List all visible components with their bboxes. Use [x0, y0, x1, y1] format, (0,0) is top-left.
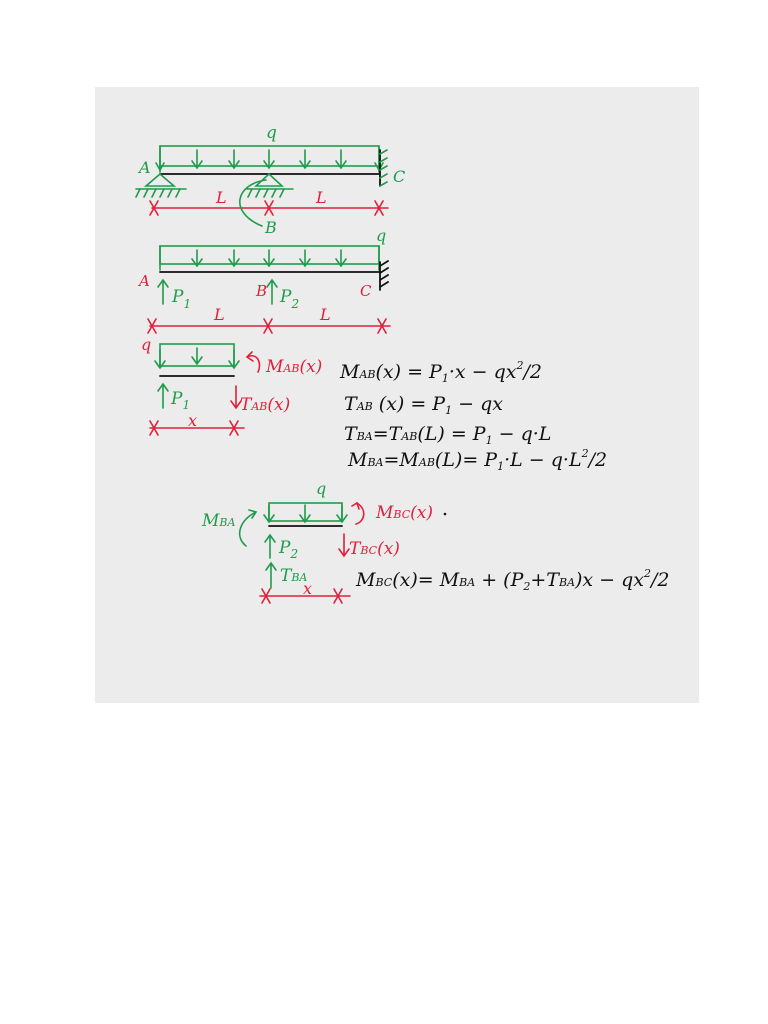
equation-mbc: MBC(x)= MBA + (P2+TBA)x − qx2/2 [355, 567, 670, 593]
figure-released-beam: q A P1 B P2 C L L [137, 226, 391, 334]
label-b-2: B [255, 282, 267, 300]
shear-tab-arrow [230, 385, 242, 410]
label-p2-2: P2 [278, 538, 298, 561]
label-p1-2: P1 [170, 389, 190, 412]
label-q-3: q [141, 335, 151, 354]
label-mab-x: MAB(x) [265, 357, 322, 377]
fixed-support-c-2 [379, 260, 389, 291]
label-x-2: x [303, 579, 312, 598]
label-tbc-x: TBC(x) [349, 539, 400, 559]
dimension-line-1 [149, 200, 389, 216]
reaction-p2-arrow-2 [264, 533, 276, 559]
dimension-line-2 [147, 318, 391, 334]
label-p1: P1 [171, 287, 191, 311]
moment-mba-arrow [238, 509, 258, 547]
label-b: B [264, 218, 277, 237]
distributed-load-2 [159, 245, 380, 271]
label-p2: P2 [279, 287, 299, 311]
label-tba: TBA [280, 566, 307, 586]
label-l-1: L [215, 188, 227, 207]
fixed-support-c [379, 149, 388, 187]
label-tab-x: TAB(x) [240, 395, 290, 415]
stray-dot [443, 512, 447, 516]
shear-tba-arrow [265, 561, 277, 589]
pointer-b [239, 179, 267, 227]
label-q-2: q [376, 226, 386, 245]
shear-tbc-arrow [338, 533, 350, 558]
roller-support-b [246, 172, 294, 198]
figure-segment-bc: q MBA MBC(x) P2 TBC(x) TBA x [201, 479, 447, 604]
equation-mba: MBA=MAB(L)= P1·L − q·L2/2 [347, 447, 607, 473]
distributed-load-4 [263, 502, 348, 524]
figure-original-beam: q A C L L B [135, 123, 405, 237]
label-l-2: L [315, 188, 327, 207]
moment-mab-arrow [245, 351, 261, 373]
distributed-load-3 [154, 343, 240, 370]
label-l-3: L [213, 305, 225, 324]
label-q: q [266, 123, 277, 143]
label-mbc-x: MBC(x) [375, 503, 433, 523]
dimension-line-x-2 [259, 588, 351, 604]
reaction-p2-arrow [266, 278, 278, 305]
equation-tba: TBA=TAB(L) = P1 − q·L [344, 423, 551, 447]
label-a: A [137, 158, 151, 177]
equations-ab: MAB(x) = P1·x − qx2/2 TAB (x) = P1 − qx … [339, 359, 607, 473]
figure-segment-ab: q MAB(x) P1 TAB(x) x [141, 335, 322, 436]
reaction-p1-arrow-2 [157, 382, 169, 409]
label-mba-moment: MBA [201, 511, 236, 531]
pin-support-a [135, 172, 187, 198]
label-x-1: x [188, 411, 197, 430]
label-a-2: A [137, 272, 150, 290]
equation-tab: TAB (x) = P1 − qx [344, 393, 503, 417]
moment-mbc-arrow [351, 501, 365, 525]
label-q-4: q [316, 479, 326, 498]
label-l-4: L [319, 305, 331, 324]
distributed-load-1 [155, 145, 384, 173]
reaction-p1-arrow [157, 278, 169, 305]
label-c-2: C [360, 282, 372, 300]
dimension-line-x [149, 420, 245, 436]
whiteboard [95, 87, 699, 703]
equation-mab: MAB(x) = P1·x − qx2/2 [339, 359, 542, 385]
label-c: C [393, 167, 405, 186]
